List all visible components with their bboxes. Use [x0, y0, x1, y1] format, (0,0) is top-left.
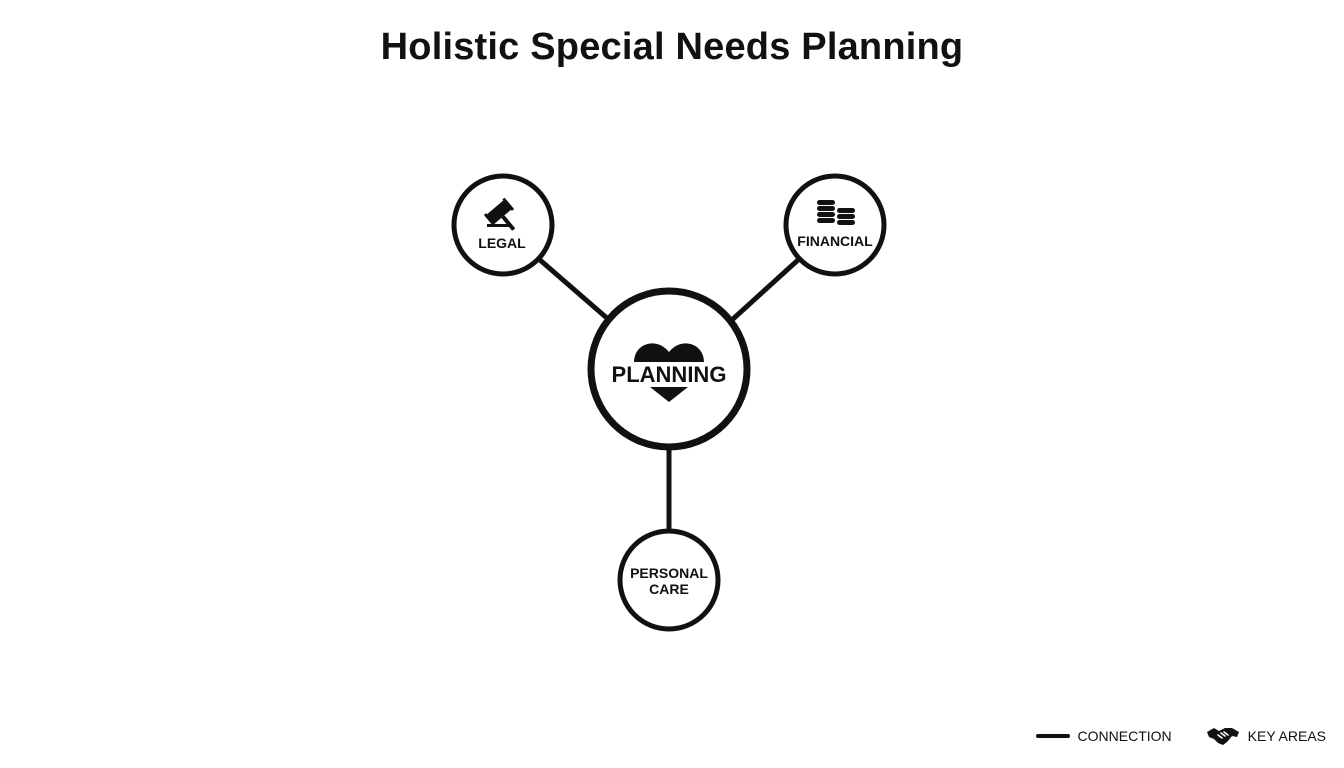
connection-line-swatch — [1035, 734, 1070, 738]
node-legal: LEGAL — [451, 173, 555, 277]
heart-icon — [634, 343, 704, 402]
legend-connection-label: CONNECTION — [1077, 728, 1172, 744]
node-financial: FINANCIAL — [783, 173, 887, 277]
node-financial-label: FINANCIAL — [797, 233, 873, 249]
legend-connection: CONNECTION — [1035, 728, 1172, 744]
diagram-title: Holistic Special Needs Planning — [380, 26, 964, 68]
node-center-label: PLANNING — [612, 362, 727, 387]
handshake-icon — [1206, 728, 1239, 745]
node-personal-care: PERSONAL CARE — [617, 528, 721, 632]
node-personal-care-label-line1: PERSONAL — [630, 565, 708, 581]
connector-financial — [730, 257, 801, 322]
coins-icon — [817, 200, 855, 225]
legend-key-areas-label: KEY AREAS — [1247, 728, 1326, 744]
node-legal-label: LEGAL — [478, 235, 526, 251]
gavel-icon — [484, 197, 515, 231]
connector-legal — [537, 257, 611, 322]
node-personal-care-label-line2: CARE — [649, 581, 689, 597]
legend: CONNECTION KEY AREAS — [1035, 724, 1326, 748]
legend-key-areas: KEY AREAS — [1206, 725, 1326, 747]
node-center: PLANNING — [587, 287, 751, 451]
